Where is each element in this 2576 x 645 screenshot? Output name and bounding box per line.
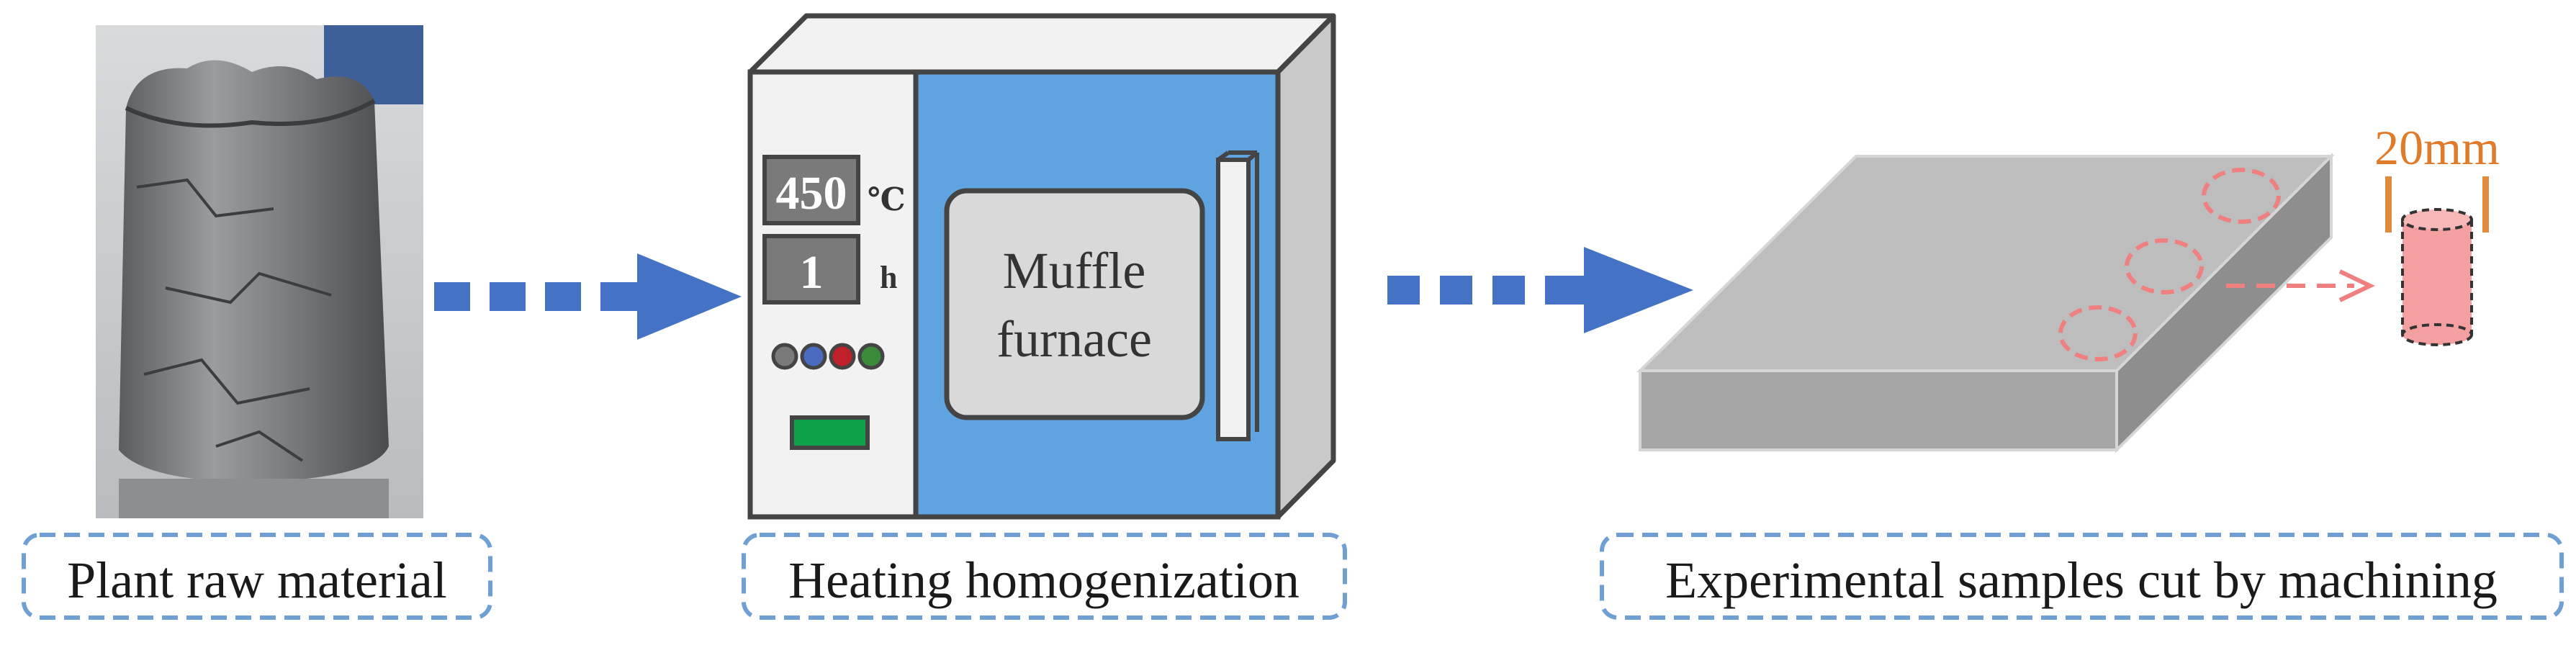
indicator-light-4 [857, 343, 885, 370]
furnace-name-line1: Muffle [1003, 242, 1146, 299]
label-samples-text: Experimental samples cut by machining [1665, 551, 2498, 609]
label-samples: Experimental samples cut by machining [1600, 533, 2564, 620]
temperature-value: 450 [776, 167, 847, 220]
label-heating: Heating homogenization [742, 533, 1347, 620]
indicator-light-1 [771, 343, 798, 370]
time-display [762, 234, 860, 305]
status-display [790, 415, 870, 450]
muffle-furnace: Muffle furnace 450 ℃ 1 h [747, 13, 1336, 520]
ingot-shape [119, 60, 389, 483]
label-raw-material-text: Plant raw material [67, 551, 447, 609]
sample-dimension: 20mm [2374, 120, 2500, 175]
sample-arrow [2226, 269, 2375, 302]
furnace-window [944, 188, 1205, 420]
cut-mark-1 [2202, 168, 2281, 224]
label-heating-text: Heating homogenization [788, 551, 1300, 609]
raw-material-photo [96, 25, 423, 518]
time-value: 1 [800, 246, 824, 299]
indicator-light-3 [829, 343, 856, 370]
label-raw-material: Plant raw material [22, 533, 492, 620]
flow-arrow-1 [434, 253, 742, 340]
flow-arrow-2 [1387, 247, 1693, 333]
indicator-light-2 [800, 343, 827, 370]
cut-mark-3 [2058, 305, 2138, 361]
temperature-display [762, 155, 860, 225]
time-unit: h [880, 260, 897, 295]
metal-plate [1636, 153, 2335, 454]
cylinder-sample: 20mm [2374, 120, 2500, 346]
temperature-unit: ℃ [868, 182, 906, 217]
furnace-name-line2: furnace [996, 310, 1152, 368]
cut-mark-2 [2125, 238, 2204, 294]
